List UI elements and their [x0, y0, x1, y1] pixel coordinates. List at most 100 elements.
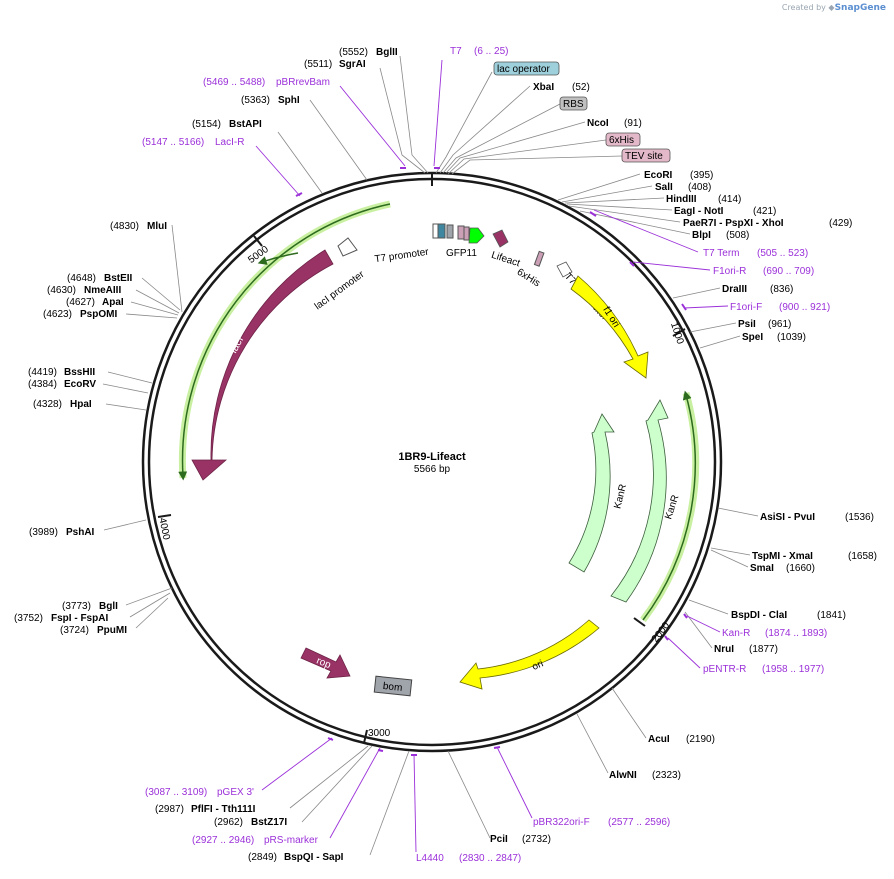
enzyme-bspdi[interactable]: BspDI - ClaI [731, 610, 787, 621]
kanR-arrow-inner[interactable] [568, 413, 615, 573]
boxed-feature-labels: lac operator RBS 6xHis TEV site [493, 61, 671, 163]
6xhis-inner-label: 6xHis [515, 267, 542, 290]
primer-range-pentr-r: (1958 .. 1977) [762, 664, 824, 675]
lacI-arrow[interactable] [191, 249, 334, 481]
enzyme-bstapi[interactable]: BstAPI [229, 119, 262, 130]
enzyme-sphi[interactable]: SphI [278, 95, 300, 106]
enzyme-nmeaiii[interactable]: NmeAIII [84, 285, 121, 296]
ori-arrow [459, 619, 600, 690]
enzyme-asisi[interactable]: AsiSI - PvuI [760, 512, 815, 523]
enzyme-pos-bsteii: (4648) [67, 273, 96, 284]
bom-label: bom [382, 681, 402, 694]
enzyme-pflfi[interactable]: PflFI - Tth111I [191, 804, 256, 815]
primer-range-kan-r: (1874 .. 1893) [765, 628, 827, 639]
watermark-brand: SnapGene [834, 3, 886, 13]
enzyme-pos-asisi: (1536) [845, 512, 874, 523]
enzyme-blpi[interactable]: BlpI [692, 230, 711, 241]
primer-labels: T7 (6 .. 25) (5469 .. 5488) pBRrevBam (5… [142, 46, 830, 864]
enzyme-pos-pcii: (2732) [522, 834, 551, 845]
enzyme-fspi[interactable]: FspI - FspAI [51, 613, 108, 624]
enzyme-bspqi[interactable]: BspQI - SapI [284, 852, 344, 863]
enzyme-xbai[interactable]: XbaI [533, 82, 554, 93]
enzyme-smai[interactable]: SmaI [750, 563, 774, 574]
leader-acui [611, 687, 647, 739]
enzyme-hindiii[interactable]: HindIII [666, 194, 697, 205]
his-box-top [457, 225, 465, 240]
enzyme-pshai[interactable]: PshAI [66, 527, 95, 538]
primer-pbrrevbam[interactable]: pBRrevBam [276, 77, 330, 88]
enzyme-pos-sgrai: (5511) [304, 59, 332, 70]
lac-operator-text: lac operator [497, 64, 550, 75]
enzyme-pos-bgli: (3773) [62, 601, 91, 612]
leader-apai [130, 301, 179, 316]
primer-pgex3[interactable]: pGEX 3' [217, 787, 254, 798]
enzyme-spei[interactable]: SpeI [742, 332, 763, 343]
primer-range-prs-marker: (2927 .. 2946) [192, 835, 254, 846]
enzyme-sgrai[interactable]: SgrAI [339, 59, 366, 70]
enzyme-eagi[interactable]: EagI - NotI [674, 206, 724, 217]
f1-ori-arrow [570, 275, 649, 379]
primer-prs-marker[interactable]: pRS-marker [264, 835, 319, 846]
primer-laci-r[interactable]: LacI-R [215, 137, 244, 148]
leader-smai [710, 549, 749, 568]
leader-tev [451, 155, 623, 175]
enzyme-bglii[interactable]: BglII [376, 47, 398, 58]
enzyme-tspmi[interactable]: TspMI - XmaI [752, 551, 813, 562]
enzyme-pos-smai: (1660) [786, 563, 815, 574]
rop-label: rop [315, 655, 333, 671]
gfp11-label: GFP11 [446, 248, 477, 259]
kanR-arrow-outer[interactable] [610, 399, 669, 603]
primer-marks [295, 167, 688, 756]
enzyme-bgli[interactable]: BglI [99, 601, 118, 612]
primer-f1ori-r[interactable]: F1ori-R [713, 266, 746, 277]
leader-tspmi [710, 547, 751, 556]
enzyme-pcii[interactable]: PciI [490, 834, 508, 845]
enzyme-sali[interactable]: SalI [655, 182, 673, 193]
primer-pbr322ori-f[interactable]: pBR322ori-F [533, 817, 590, 828]
primer-f1ori-f[interactable]: F1ori-F [730, 302, 762, 313]
enzyme-mlui[interactable]: MluI [147, 221, 167, 232]
primer-t7term[interactable]: T7 Term [703, 248, 740, 259]
primer-range-t7: (6 .. 25) [474, 46, 508, 57]
leader-bglii [399, 55, 429, 174]
enzyme-pos-draiii: (836) [770, 284, 793, 295]
enzyme-alwni[interactable]: AlwNI [609, 770, 637, 781]
enzyme-pos-bspqi: (2849) [248, 852, 277, 863]
enzyme-bsteii[interactable]: BstEII [104, 273, 133, 284]
leader-t7term [593, 209, 699, 253]
enzyme-nrui[interactable]: NruI [714, 644, 734, 655]
snapgene-logo-icon: ◆ [828, 3, 835, 12]
leader-bspqi [369, 750, 410, 856]
leader-bsteii [141, 277, 181, 311]
plasmid-length: 5566 bp [414, 464, 451, 475]
enzyme-pspomi[interactable]: PspOMI [80, 309, 117, 320]
primer-range-pbrrevbam: (5469 .. 5488) [203, 77, 265, 88]
enzyme-ppumi[interactable]: PpuMI [97, 625, 127, 636]
primer-kan-r[interactable]: Kan-R [722, 628, 750, 639]
leader-rbs [442, 103, 561, 174]
enzyme-ncoi[interactable]: NcoI [587, 118, 609, 129]
enzyme-pos-fspi: (3752) [14, 613, 43, 624]
enzyme-apai[interactable]: ApaI [102, 297, 124, 308]
enzyme-psii[interactable]: PsiI [738, 319, 756, 330]
primer-mark-f1ori-r [629, 261, 635, 267]
enzyme-pos-spei: (1039) [777, 332, 806, 343]
enzyme-bsshii[interactable]: BssHII [64, 367, 95, 378]
primer-pentr-r[interactable]: pENTR-R [703, 664, 746, 675]
enzyme-bstz17i[interactable]: BstZ17I [251, 817, 287, 828]
enzyme-paer7i[interactable]: PaeR7I - PspXI - XhoI [683, 218, 784, 229]
enzyme-hpai[interactable]: HpaI [70, 399, 92, 410]
leader-l4440 [413, 753, 417, 853]
enzyme-acui[interactable]: AcuI [648, 734, 670, 745]
primer-range-f1ori-f: (900 .. 921) [779, 302, 830, 313]
primer-l4440[interactable]: L4440 [416, 853, 444, 864]
orf-arc-lacI2 [257, 252, 299, 265]
leader-bspdi [688, 599, 729, 615]
enzyme-ecori[interactable]: EcoRI [644, 170, 673, 181]
enzyme-pos-apai: (4627) [66, 297, 95, 308]
t7-promoter-label: T7 promoter [374, 247, 430, 266]
enzyme-ecorv[interactable]: EcoRV [64, 379, 96, 390]
primer-t7[interactable]: T7 [450, 46, 462, 57]
enzyme-draiii[interactable]: DraIII [722, 284, 747, 295]
leader-bgli [125, 587, 173, 606]
